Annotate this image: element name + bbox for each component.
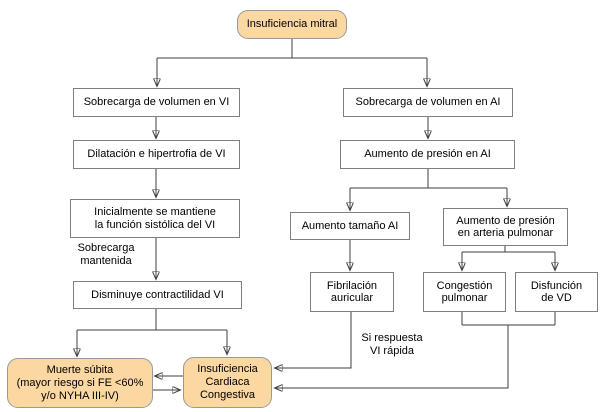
- node-sobrecarga-volumen-vi: Sobrecarga de volumen en VI: [73, 88, 240, 117]
- node-insuficiencia-cardiaca-congestiva: Insuficiencia Cardiaca Congestiva: [183, 357, 272, 408]
- node-disfuncion-vd: Disfunción de VD: [515, 272, 598, 312]
- node-disminuye-contractilidad-vi: Disminuye contractilidad VI: [73, 281, 242, 309]
- node-muerte-subita: Muerte súbita (mayor riesgo si FE <60% y…: [7, 358, 153, 408]
- node-aumento-tamano-ai: Aumento tamaño AI: [290, 212, 410, 240]
- node-congestion-pulmonar: Congestión pulmonar: [423, 272, 506, 312]
- node-insuficiencia-mitral: Insuficiencia mitral: [237, 10, 347, 39]
- edge-label-sobrecarga-mantenida: Sobrecarga mantenida: [77, 242, 135, 267]
- connector-fibrilacion-to-icc: [275, 312, 352, 368]
- edge-label-si-respuesta-vi-rapida: Si respuesta VI rápida: [361, 332, 423, 357]
- node-funcion-sistolica-vi: Inicialmente se mantiene la función sist…: [70, 199, 240, 238]
- node-presion-arteria-pulmonar: Aumento de presión en arteria pulmonar: [443, 208, 568, 246]
- node-dilatacion-hipertrofia-vi: Dilatación e hipertrofia de VI: [73, 140, 240, 169]
- node-fibrilacion-auricular: Fibrilación auricular: [310, 272, 394, 312]
- node-sobrecarga-volumen-ai: Sobrecarga de volumen en AI: [343, 88, 513, 117]
- connector-merge-to-icc: [275, 325, 509, 388]
- node-aumento-presion-ai: Aumento de presión en AI: [340, 140, 515, 169]
